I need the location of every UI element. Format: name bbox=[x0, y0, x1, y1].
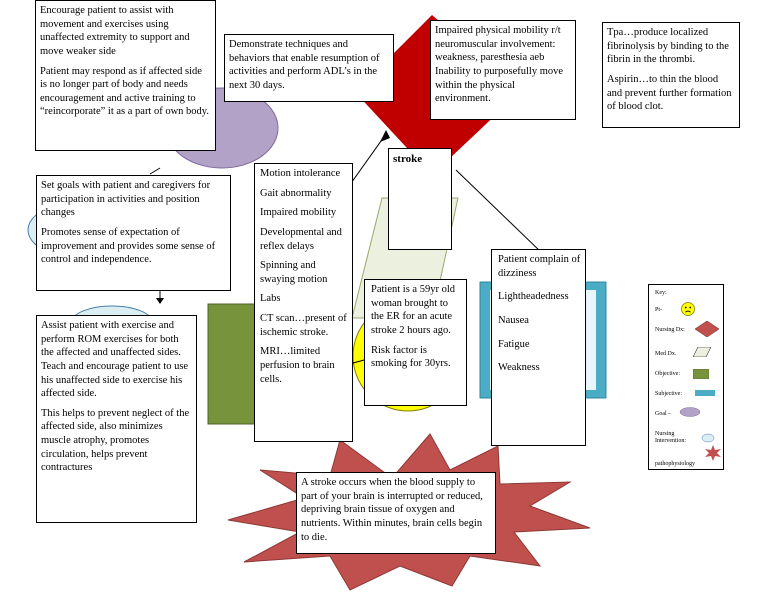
objective-item: Developmental and reflex delays bbox=[260, 226, 342, 252]
objective-rect-icon bbox=[693, 369, 709, 379]
patient-risk: Risk factor is smoking for 30yrs. bbox=[371, 344, 451, 370]
objective-item: CT scan…present of ischemic stroke. bbox=[260, 313, 347, 338]
subjective-rect-icon bbox=[695, 390, 715, 396]
nursing-dx-box: Impaired physical mobility r/t neuromusc… bbox=[430, 20, 576, 120]
aspirin-text: Aspirin…to thin the blood and prevent fu… bbox=[607, 73, 732, 113]
encourage-text: Encourage patient to assist with movemen… bbox=[40, 5, 190, 57]
parallelogram-icon bbox=[693, 347, 711, 357]
goals-text: Set goals with patient and caregivers fo… bbox=[41, 180, 211, 219]
sad-face-icon bbox=[681, 302, 695, 316]
key-med-dx: Med Dx. bbox=[655, 351, 677, 357]
goal-text: Demonstrate techniques and behaviors tha… bbox=[229, 39, 380, 91]
intervention-assist-box: Assist patient with exercise and perform… bbox=[36, 315, 197, 523]
objective-item: Motion intolerance bbox=[260, 168, 341, 179]
key-pt-label: Pt- bbox=[655, 307, 663, 313]
key-pt: Pt- bbox=[655, 307, 662, 313]
nursing-dx-text: Impaired physical mobility r/t neuromusc… bbox=[435, 25, 564, 105]
arrow-head bbox=[380, 130, 390, 142]
med-dx-box: stroke bbox=[388, 148, 452, 250]
objective-item: Labs bbox=[260, 293, 281, 305]
arrow-head bbox=[156, 298, 164, 304]
key-nursing-dx: Nursing Dx: bbox=[655, 327, 685, 333]
subjective-box: Patient complain of dizziness Lightheade… bbox=[491, 249, 586, 446]
patho-box: A stroke occurs when the blood supply to… bbox=[296, 472, 496, 554]
key-nursing-intervention: Nursing Intervention: bbox=[655, 431, 686, 445]
objective-item: Gait abnormality bbox=[260, 187, 332, 199]
objective-item: Impaired mobility bbox=[260, 207, 337, 219]
medication-box: Tpa…produce localized fibrinolysis by bi… bbox=[602, 22, 740, 128]
patient-text: Patient is a 59yr old woman brought to t… bbox=[371, 284, 455, 336]
objective-rect bbox=[207, 303, 261, 425]
key-subjective: Subjective: bbox=[655, 391, 682, 397]
subjective-item: Nausea bbox=[498, 314, 529, 326]
connector-line bbox=[149, 167, 161, 175]
starburst-icon bbox=[705, 445, 721, 461]
patient-box: Patient is a 59yr old woman brought to t… bbox=[364, 279, 467, 406]
legend-key: Key: Pt- Nursing Dx: Med Dx. Objective: … bbox=[648, 284, 724, 470]
diamond-icon bbox=[695, 321, 719, 337]
intervention-encourage-box: Encourage patient to assist with movemen… bbox=[35, 0, 216, 151]
encourage-rationale: Patient may respond as if affected side … bbox=[40, 65, 209, 118]
objective-item: Spinning and swaying motion bbox=[260, 260, 328, 285]
subjective-item: Weakness bbox=[498, 362, 540, 374]
assist-text: Assist patient with exercise and perform… bbox=[41, 320, 189, 400]
key-title: Key: bbox=[655, 290, 667, 296]
patho-text: A stroke occurs when the blood supply to… bbox=[301, 477, 483, 543]
intervention-goals-box: Set goals with patient and caregivers fo… bbox=[36, 175, 231, 291]
subjective-item: Patient complain of dizziness bbox=[498, 254, 581, 279]
goal-box: Demonstrate techniques and behaviors tha… bbox=[224, 34, 394, 102]
objective-item: MRI…limited perfusion to brain cells. bbox=[260, 346, 335, 385]
key-pathophysiology: pathophysiology bbox=[655, 461, 695, 467]
med-dx-title: stroke bbox=[393, 153, 423, 165]
goal-ellipse-icon bbox=[679, 407, 701, 417]
assist-rationale: This helps to prevent neglect of the aff… bbox=[41, 407, 190, 474]
tpa-text: Tpa…produce localized fibrinolysis by bi… bbox=[607, 27, 729, 66]
objective-box: Motion intolerance Gait abnormality Impa… bbox=[254, 163, 353, 442]
key-goal: Goal – bbox=[655, 411, 672, 417]
goals-rationale: Promotes sense of expectation of improve… bbox=[41, 226, 216, 266]
subjective-item: Fatigue bbox=[498, 338, 530, 350]
key-objective: Objective: bbox=[655, 371, 680, 377]
subjective-item: Lightheadedness bbox=[498, 291, 569, 303]
intervention-ellipse-icon bbox=[701, 433, 715, 443]
